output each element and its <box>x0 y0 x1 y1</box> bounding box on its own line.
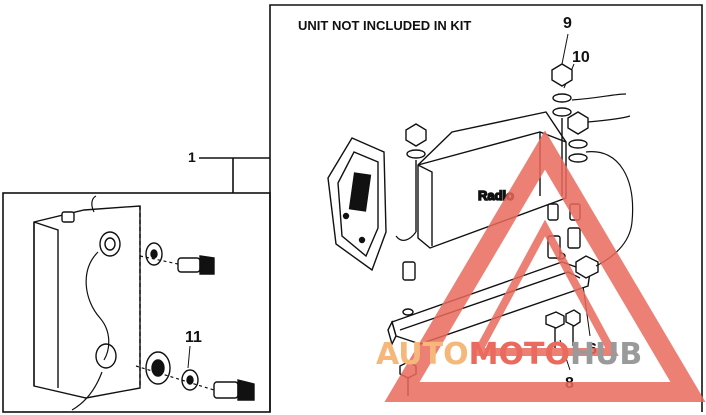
watermark-moto: MOTO <box>469 337 570 372</box>
inset-wires <box>71 195 215 411</box>
watermark-text: AUTOMOTOHUB <box>376 337 642 372</box>
callout-9: 9 <box>563 15 572 32</box>
lamp-housing <box>33 205 141 399</box>
inset-drawing <box>33 205 255 401</box>
frame-group <box>2 4 703 413</box>
bolt-6 <box>575 255 599 279</box>
callout-11: 11 <box>185 329 202 346</box>
watermark-triangle <box>384 130 706 402</box>
nut-9 <box>551 63 573 87</box>
watermark-auto: AUTO <box>376 337 469 372</box>
washer-10 <box>552 93 572 103</box>
kit-note: UNIT NOT INCLUDED IN KIT <box>298 18 471 33</box>
watermark-logo <box>384 130 706 402</box>
callout-10: 10 <box>572 49 590 66</box>
callout-1: 1 <box>188 149 196 165</box>
watermark-hub: HUB <box>570 337 642 372</box>
inset-frame <box>2 192 271 413</box>
